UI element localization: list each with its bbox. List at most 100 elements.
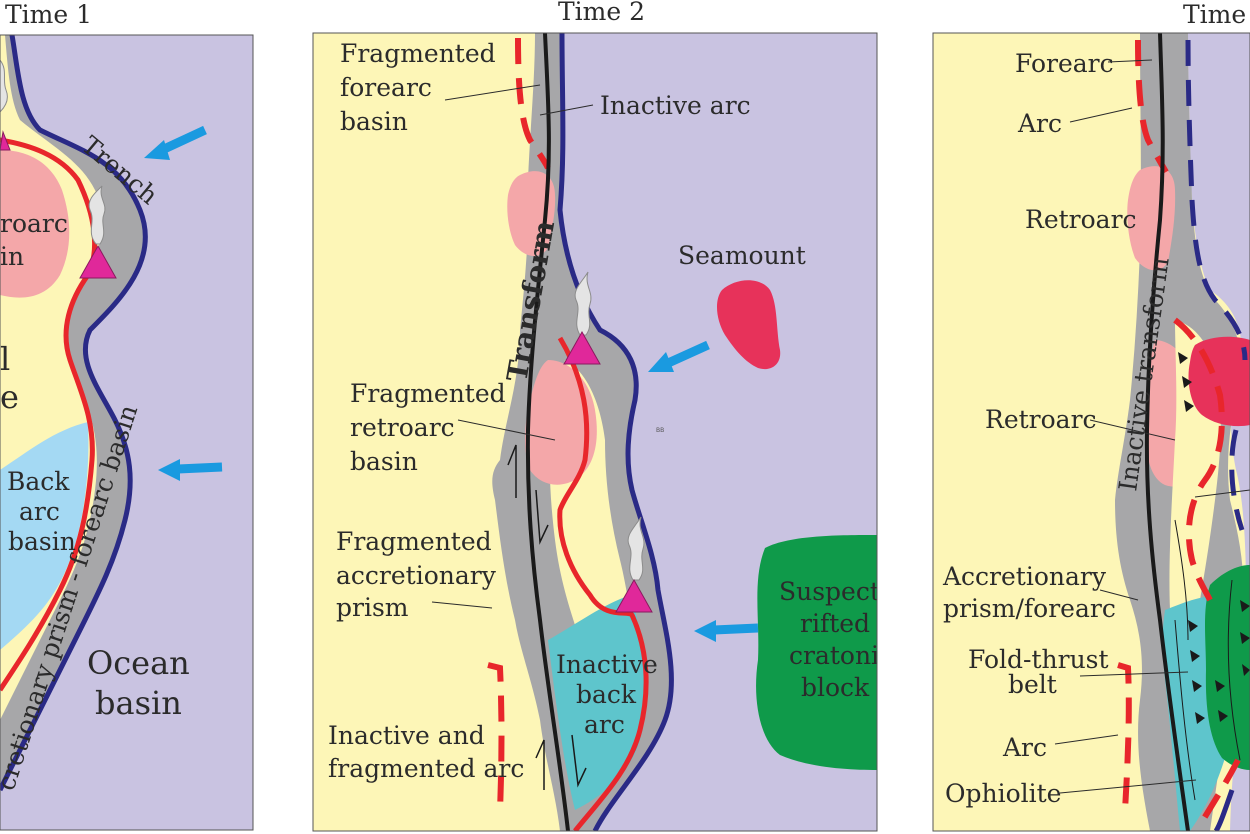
seamount-shape	[716, 280, 781, 370]
trench-line-dashed	[1229, 429, 1245, 531]
arc-label: Arc	[1002, 733, 1047, 762]
retroarc-label: Retroarc	[985, 405, 1097, 434]
forearc-label: Forearc	[1015, 49, 1114, 78]
volcano-icon	[0, 130, 11, 151]
fragmented-retroarc-label: basin	[350, 447, 418, 476]
fold-thrust-belt-label: belt	[1008, 670, 1057, 699]
leader-line	[539, 104, 594, 116]
panel-3-title: Time	[1183, 0, 1246, 29]
plate-motion-arrow-icon	[694, 620, 759, 642]
inactive-back-arc-label: arc	[584, 710, 625, 739]
smoke-plume-icon	[88, 185, 106, 245]
accretionary-forearc-label: Accretionary	[942, 562, 1107, 591]
inactive-back-arc-area	[548, 595, 646, 810]
tiny-mark: BB	[656, 427, 664, 434]
suspect-block-label: cratonic	[789, 641, 893, 670]
plate-motion-arrow-icon	[144, 125, 207, 160]
arc-dashed-line	[1173, 317, 1225, 602]
ocean-basin-label: basin	[95, 684, 182, 722]
leader-line	[1079, 671, 1189, 677]
ocean-basin-label: Ocean	[87, 644, 190, 682]
inactive-fragmented-arc-label: fragmented arc	[328, 754, 524, 783]
fragmented-retroarc-label: retroarc	[350, 413, 455, 442]
suspect-block-label: rifted	[800, 609, 870, 638]
panel-1-title: Time 1	[5, 0, 92, 29]
seamount-label: Seamount	[678, 241, 806, 270]
arc-line	[557, 336, 649, 831]
volcano-icon	[615, 578, 653, 613]
thrust-line	[1227, 579, 1241, 761]
cratonic-block-shape	[1205, 565, 1250, 770]
plate-motion-arrow-icon	[648, 340, 710, 372]
cratonic-block-shape	[756, 535, 877, 770]
retroarc-basin-area	[0, 150, 70, 298]
arc-dashed-line	[1197, 758, 1241, 827]
fragmented-retroarc-label: Fragmented	[350, 379, 506, 408]
leader-line	[431, 601, 493, 609]
inactive-fragmented-arc-line	[487, 662, 505, 811]
panel-2-frame	[312, 32, 878, 832]
smoke-plume-icon	[574, 271, 592, 336]
leader-line	[1054, 734, 1119, 745]
ocean-area	[1188, 33, 1250, 831]
panel-time-1: Time 1	[0, 0, 254, 831]
arc-line	[0, 137, 98, 692]
continental-label: e	[0, 378, 19, 416]
transform-fault-line	[525, 33, 570, 831]
back-arc-basin-label: arc	[19, 497, 60, 526]
volcano-icon	[79, 244, 117, 279]
leader-line	[1107, 59, 1153, 63]
fragmented-accretionary-label: accretionary	[336, 561, 497, 590]
panel-2-title: Time 2	[558, 0, 645, 26]
fragmented-forearc-label: basin	[340, 107, 408, 136]
trench-line	[557, 33, 674, 831]
back-arc-basin-label: Back	[7, 467, 70, 496]
inactive-back-arc-label: back	[576, 680, 637, 709]
arc-bottom-line	[1117, 662, 1132, 811]
thrust-barb-icon	[1178, 352, 1250, 724]
trench-line-dashed	[1185, 39, 1248, 361]
back-arc-basin-area	[0, 422, 89, 650]
fragmented-accretionary-label: Fragmented	[336, 527, 492, 556]
retroarc-label: Retroarc	[1025, 205, 1137, 234]
leader-line	[444, 84, 541, 101]
panel-1-frame	[0, 34, 254, 831]
back-arc-basin-label: basin	[8, 527, 76, 556]
leader-line	[1194, 489, 1250, 498]
retroarc-basin-label: in	[0, 242, 24, 271]
plate-motion-arrow-icon	[158, 459, 223, 481]
suspect-block-label: Suspect	[779, 577, 880, 606]
leader-line	[1099, 589, 1139, 601]
smoke-plume-icon	[627, 516, 645, 581]
fault-motion-half-arrow-icon	[535, 489, 549, 545]
trench-line	[1213, 789, 1235, 831]
fragmented-forearc-label: Fragmented	[340, 39, 496, 68]
ophiolite-label: Ophiolite	[945, 779, 1061, 808]
suspect-block-label: block	[801, 673, 870, 702]
fold-thrust-belt-label: Fold-thrust	[968, 645, 1109, 674]
panel-time-3: Time	[932, 0, 1250, 832]
fold-line	[1174, 519, 1189, 641]
inactive-fragmented-arc-label: Inactive and	[328, 721, 485, 750]
volcano-icon	[563, 330, 601, 365]
fragmented-accretionary-label: prism	[336, 593, 409, 622]
leader-line	[1069, 107, 1133, 123]
inactive-transform-line	[1144, 33, 1190, 831]
smoke-plume-icon	[0, 59, 8, 113]
inactive-back-arc-label: Inactive	[556, 650, 658, 679]
retroarc-basin-label: roarc	[0, 209, 68, 238]
inactive-arc-label: Inactive arc	[600, 91, 751, 120]
leader-line	[1059, 779, 1197, 794]
fault-motion-half-arrow-icon	[507, 444, 517, 498]
panel-3-frame	[932, 32, 1250, 832]
continental-label: l	[0, 340, 10, 378]
leader-line	[1089, 419, 1176, 441]
leader-line	[457, 419, 556, 441]
panel-time-2: Time 2	[312, 0, 893, 832]
fold-line	[1174, 619, 1196, 801]
fragmented-retroarc-basin-area	[525, 360, 597, 485]
fault-motion-half-arrow-icon	[571, 734, 587, 788]
trench-line	[0, 35, 148, 792]
fault-motion-half-arrow-icon	[535, 739, 545, 790]
